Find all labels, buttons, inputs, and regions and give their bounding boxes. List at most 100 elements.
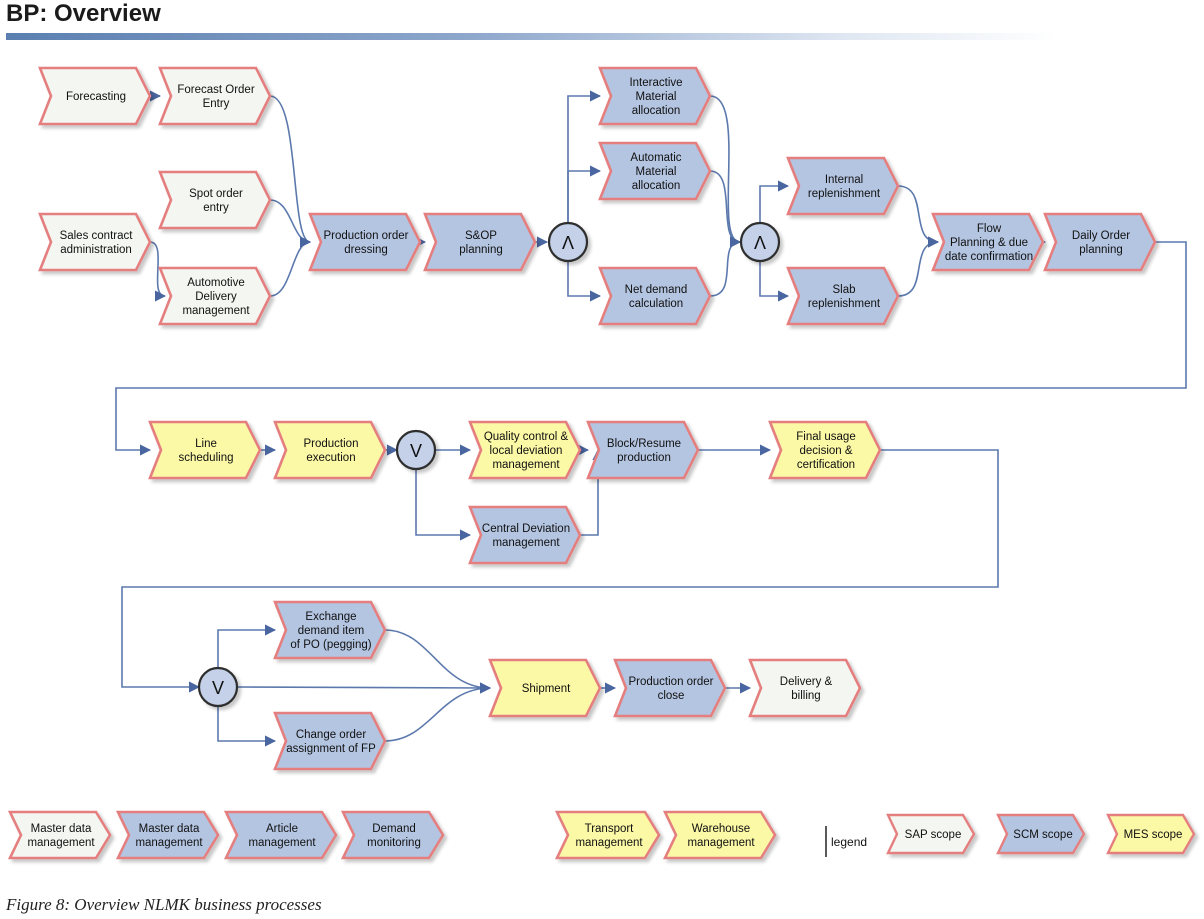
process-label-line: Exchange [305, 611, 356, 623]
legend-item-label: SCM scope [1013, 829, 1072, 841]
connectors [115, 90, 1187, 747]
process-label-line: planning [1079, 244, 1122, 256]
process-shape [158, 266, 272, 326]
process-label-line: management [575, 837, 643, 849]
legend-swatch [996, 813, 1086, 855]
process-shape [273, 600, 387, 660]
legend-item-sap: SAP scope [886, 813, 976, 855]
legend-item-scm: SCM scope [996, 813, 1086, 855]
process-label-line: calculation [629, 298, 683, 310]
process-shape [554, 810, 661, 860]
process-shape [613, 658, 727, 718]
process-quality-control: Quality control &local deviationmanageme… [468, 420, 582, 480]
process-label-line: management [182, 305, 250, 317]
process-sop-planning: S&OP planning [423, 212, 537, 272]
process-shape [273, 711, 387, 771]
process-label-line: Final usage [796, 431, 855, 443]
connector-net-demand-to-and2 [709, 236, 742, 297]
process-label-line: management [27, 837, 95, 849]
process-shape [768, 420, 882, 480]
connector-and2-to-slab [759, 261, 790, 302]
process-label-line: production [617, 452, 671, 464]
process-shape [662, 810, 777, 860]
process-label-line: Automotive [187, 277, 245, 289]
process-label-line: date confirmation [945, 251, 1033, 263]
connector-interactive-to-and2 [709, 95, 742, 248]
process-block-resume-production: Block/Resume production [586, 420, 700, 480]
process-label-line: replenishment [808, 298, 881, 310]
connector-or1-to-central [415, 469, 472, 541]
process-label-line: execution [306, 452, 355, 464]
process-label-line: administration [60, 244, 132, 256]
process-shipment: Shipment [488, 658, 602, 718]
process-shape [423, 212, 537, 272]
process-net-demand-calculation: Net demand calculation [598, 266, 712, 326]
legend-item-label: SAP scope [905, 829, 962, 841]
process-shape [488, 658, 602, 718]
process-label-line: Change order [296, 729, 366, 741]
process-label-line: Net demand [625, 284, 688, 296]
process-demand-monitoring: Demand monitoring [340, 810, 445, 860]
process-label-line: Delivery [195, 291, 237, 303]
process-shape [223, 810, 338, 860]
connector-or2-to-change [217, 706, 277, 747]
process-shape [468, 420, 582, 480]
connector-forecast-order-to-dressing [269, 95, 312, 248]
gate-circle [395, 429, 437, 471]
process-label-line: Forecast Order [177, 84, 254, 96]
process-label-line: Forecasting [66, 91, 126, 103]
process-label-line: Transport [585, 823, 635, 835]
connector-or2-to-exchange [217, 624, 277, 668]
gate-circle [547, 221, 589, 263]
process-label-line: Material [636, 91, 677, 103]
connector-automatic-to-and2 [709, 170, 742, 248]
connector-sales-contract-to-automotive [149, 241, 167, 302]
process-label-line: Master data [139, 823, 200, 835]
connector-and2-to-internal [759, 180, 790, 223]
process-slab-replenishment: Slab replenishment [786, 266, 900, 326]
process-label-line: Spot order [189, 188, 243, 200]
process-label-line: Slab [832, 284, 855, 296]
process-label-line: Block/Resume [607, 438, 681, 450]
process-label-line: Production [304, 438, 359, 450]
connector-slab-to-flow [897, 236, 940, 297]
process-label-line: allocation [632, 105, 681, 117]
connector-and1-to-automatic [567, 165, 602, 223]
process-shape [931, 212, 1045, 272]
process-label-line: S&OP [465, 230, 497, 242]
gate-circle [739, 221, 781, 263]
connector-and1-to-interactive [567, 90, 602, 223]
process-label-line: Quality control & [484, 431, 569, 443]
process-forecasting: Forecasting [38, 66, 152, 126]
process-label-line: monitoring [367, 837, 421, 849]
process-shape [148, 420, 262, 480]
connector-or2-to-shipment [236, 682, 492, 694]
process-label-line: allocation [632, 180, 681, 192]
process-shape [586, 420, 700, 480]
process-label-line: demand item [298, 625, 364, 637]
process-label-line: management [492, 459, 560, 471]
process-label-line: Production order [628, 676, 713, 688]
process-transport-management: Transport management [554, 810, 661, 860]
process-production-execution: Production execution [273, 420, 387, 480]
process-label-line: Production order [323, 230, 408, 242]
process-label-line: replenishment [808, 188, 881, 200]
process-label-line: Warehouse [692, 823, 750, 835]
process-label-line: planning [459, 244, 502, 256]
process-label-line: management [248, 837, 316, 849]
gate-symbol: V [410, 441, 422, 461]
process-label-line: Material [636, 166, 677, 178]
process-label-line: Demand [372, 823, 415, 835]
connector-final-to-or2 [121, 449, 999, 693]
